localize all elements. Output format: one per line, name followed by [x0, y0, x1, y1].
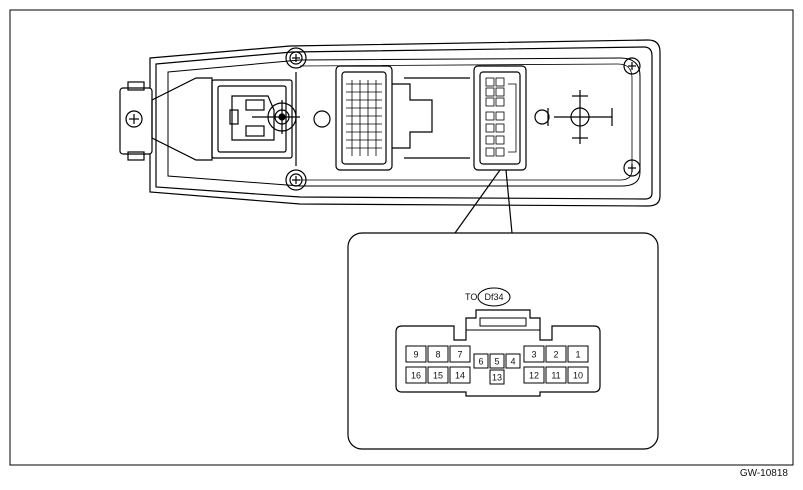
pin-cell [489, 369, 505, 385]
connector-pin-10: 10 [567, 366, 589, 384]
pin-label: 8 [435, 350, 440, 360]
figure-id: GW-10818 [740, 468, 789, 479]
connector-pin-2: 2 [545, 345, 567, 363]
callout-prefix: TO [465, 292, 477, 302]
connector-pin-16: 16 [405, 366, 427, 384]
pin-label: 10 [573, 371, 583, 381]
connector-pin-5: 5 [489, 353, 505, 369]
pin-label: 14 [455, 371, 465, 381]
connector-pin-6: 6 [473, 353, 489, 369]
connector-pin-8: 8 [427, 345, 449, 363]
pin-cell [427, 366, 449, 384]
figure-frame [9, 9, 794, 466]
pin-cell [405, 345, 427, 363]
pin-label: 11 [551, 371, 560, 381]
connector-pin-1: 1 [567, 345, 589, 363]
pin-label: 2 [553, 350, 558, 360]
callout-leader [454, 169, 513, 234]
pin-cell [473, 353, 489, 369]
pin-cell [449, 345, 471, 363]
pin-label: 13 [492, 373, 502, 383]
switch-assembly [119, 39, 661, 207]
connector-pin-3: 3 [523, 345, 545, 363]
connector-id-badge [477, 287, 511, 307]
connector-pin-9: 9 [405, 345, 427, 363]
pin-label: 7 [457, 350, 462, 360]
pin-label: 9 [413, 350, 418, 360]
pin-label: 12 [529, 371, 539, 381]
pin-cell [505, 353, 521, 369]
connector-pin-4: 4 [505, 353, 521, 369]
pin-label: 3 [531, 350, 536, 360]
connector-pin-7: 7 [449, 345, 471, 363]
connector-pin-13: 13 [489, 369, 505, 385]
connector-pin-11: 11 [545, 366, 567, 384]
pin-label: 15 [433, 371, 443, 381]
connector-pin-12: 12 [523, 366, 545, 384]
pin-label: 6 [478, 357, 483, 367]
connector-callout: TO Df34 9 8 7 6 5 4 3 2 1 16 15 14 13 12 11 10 [347, 232, 659, 450]
pin-label: 4 [510, 357, 515, 367]
pin-cell [545, 345, 567, 363]
connector-id: Df34 [484, 292, 503, 302]
pin-cell [427, 345, 449, 363]
connector-face [395, 309, 601, 397]
pin-cell [523, 345, 545, 363]
pin-cell [567, 366, 589, 384]
pin-cell [545, 366, 567, 384]
pin-cell [489, 353, 505, 369]
pin-label: 1 [575, 350, 580, 360]
pin-cell [405, 366, 427, 384]
pin-cell [567, 345, 589, 363]
pin-grid: 9 8 7 6 5 4 3 2 1 16 15 14 13 12 11 10 [405, 345, 589, 385]
pin-cell [523, 366, 545, 384]
pin-cell [449, 366, 471, 384]
connector-pin-15: 15 [427, 366, 449, 384]
pin-label: 16 [411, 371, 421, 381]
pin-label: 5 [494, 357, 499, 367]
connector-pin-14: 14 [449, 366, 471, 384]
